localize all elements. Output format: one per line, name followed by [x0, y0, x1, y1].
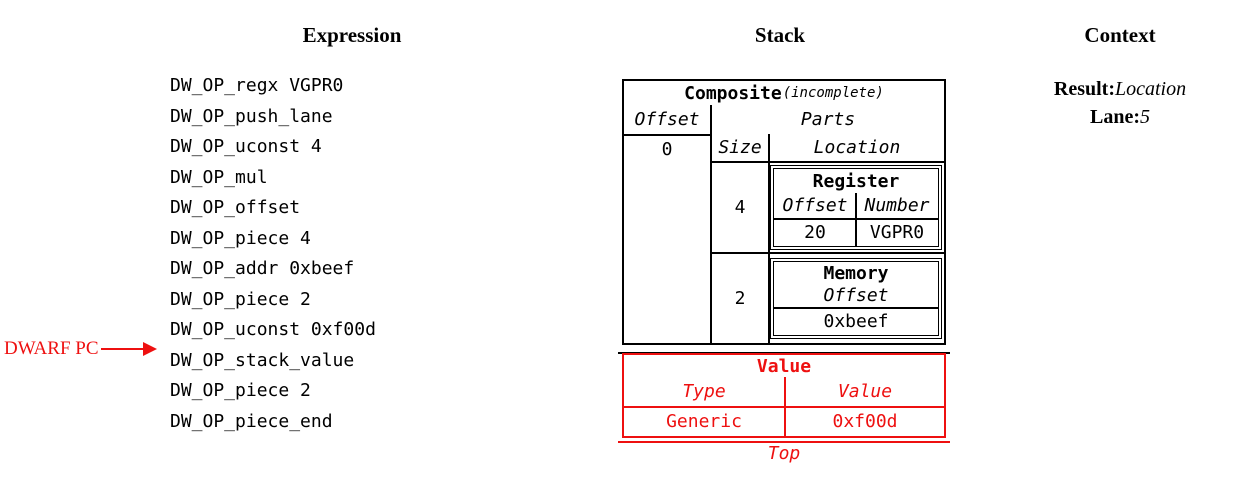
divider-size-location [768, 134, 770, 343]
composite-size-header: Size [718, 136, 762, 158]
expression-item: DW_OP_stack_value [170, 349, 355, 371]
result-label: Result: [1053, 78, 1115, 100]
part-size-value: 4 [734, 197, 746, 218]
expression-item: DW_OP_piece 2 [170, 288, 311, 310]
stack-value-entry: Value Type Value Generic 0xf00d [622, 353, 946, 438]
expression-column-title: Expression [302, 23, 402, 47]
composite-parts-header: Parts [800, 109, 856, 130]
composite-offset-header: Offset [634, 109, 700, 130]
memory-title: Memory [823, 262, 889, 284]
register-title: Register [812, 170, 900, 192]
stack-top-label: Top [767, 443, 801, 464]
expression-item: DW_OP_regx VGPR0 [170, 75, 344, 96]
value-entry-title: Value [756, 355, 812, 377]
stack-top-separator [618, 441, 950, 443]
value-type-value: Generic [666, 411, 742, 432]
parts-row-divider [710, 252, 944, 254]
arrow-shaft [100, 348, 143, 350]
dwarf-pc-label: DWARF PC [4, 338, 99, 359]
lane-label: Lane: [1090, 106, 1140, 128]
stack-column-title: Stack [754, 23, 806, 47]
context-column-title: Context [1084, 23, 1156, 47]
register-offset-header: Offset [782, 195, 848, 216]
lane-value: 5 [1140, 106, 1150, 128]
memory-header-underline [774, 307, 938, 309]
value-header-underline [624, 406, 944, 408]
expression-item: DW_OP_uconst 4 [170, 136, 322, 157]
register-number-header: Number [864, 195, 930, 216]
expression-item: DW_OP_push_lane [170, 105, 333, 127]
part-size-value: 2 [734, 288, 746, 309]
value-value-header: Value [837, 381, 893, 402]
memory-offset-value: 0xbeef [823, 310, 889, 332]
register-location-box: Register Offset Number 20 VGPR0 [770, 165, 942, 250]
divider-offset-parts [710, 105, 712, 343]
expression-item: DW_OP_piece 2 [170, 380, 311, 401]
context-result-line: Result:Location [1020, 78, 1220, 101]
value-value-value: 0xf00d [832, 411, 898, 432]
expression-item: DW_OP_piece 4 [170, 227, 311, 249]
expression-item: DW_OP_piece_end [170, 410, 333, 432]
composite-title-row: Composite(incomplete) [624, 81, 944, 105]
expression-item: DW_OP_uconst 0xf00d [170, 319, 376, 340]
memory-offset-header: Offset [823, 285, 889, 306]
composite-title: Composite [684, 82, 782, 104]
stack-composite-entry: Composite(incomplete) Offset Parts 0 Siz… [622, 79, 946, 345]
parts-header-underline [710, 161, 944, 163]
stack-slot-separator [618, 352, 950, 354]
value-type-header: Type [682, 381, 726, 402]
expression-item: DW_OP_addr 0xbeef [170, 258, 355, 279]
memory-location-box: Memory Offset 0xbeef [770, 258, 942, 339]
expression-item: DW_OP_mul [170, 166, 268, 188]
composite-qualifier: (incomplete) [782, 85, 884, 101]
register-offset-value: 20 [804, 221, 826, 243]
offset-header-underline [624, 134, 710, 136]
result-value: Location [1114, 78, 1187, 100]
expression-item: DW_OP_offset [170, 197, 301, 218]
dwarf-pc-annotation: DWARF PC [4, 337, 157, 361]
context-lane-line: Lane:5 [1020, 106, 1220, 129]
composite-offset-value: 0 [661, 138, 673, 160]
register-header-underline [774, 218, 938, 220]
expression-list: DW_OP_regx VGPR0 DW_OP_push_lane DW_OP_u… [170, 71, 376, 437]
arrow-right-icon [142, 342, 157, 356]
register-number-value: VGPR0 [869, 221, 925, 243]
composite-location-header: Location [813, 136, 901, 158]
